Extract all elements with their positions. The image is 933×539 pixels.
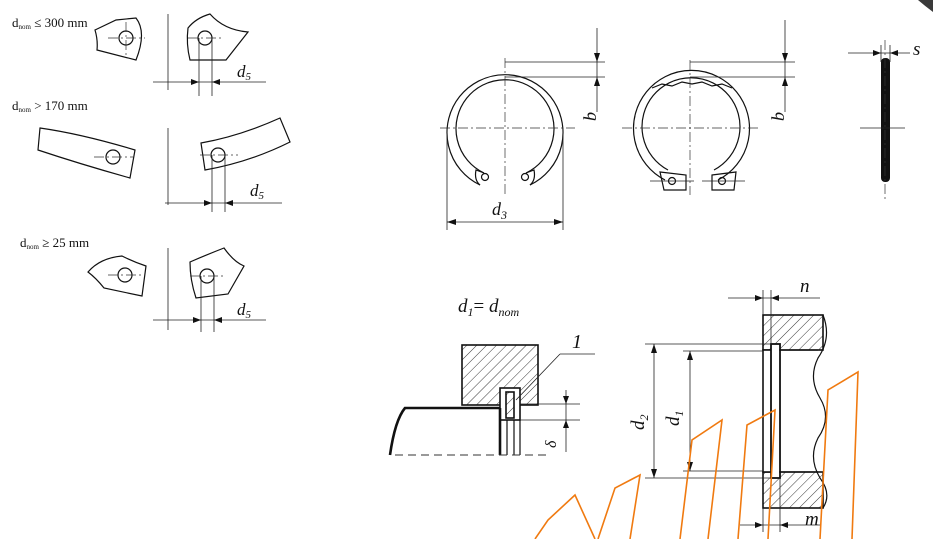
dim-d3-label: d3: [492, 199, 507, 222]
dim-n-label: n: [800, 276, 810, 297]
ring-front-view-b: b: [622, 20, 795, 195]
watermark-outline: [534, 370, 859, 539]
lug-shape-free: [94, 17, 143, 61]
lug-variant-300: dnom ≤ 300 mm d5: [12, 13, 266, 96]
ring-b-outer-arc: [632, 69, 751, 181]
dim-d5-label-2: d5: [250, 181, 265, 202]
ring-b-lug-left: [659, 171, 687, 191]
groove-detail-section: n d2 d1 m: [628, 276, 828, 532]
condition-label-25: dnom ≥ 25 mm: [20, 235, 89, 251]
segment-shape-dim: [200, 117, 291, 171]
ring-lug-hole-left: [480, 172, 490, 182]
small-lug-shape-free: [87, 255, 147, 297]
dim-m-label: m: [805, 509, 819, 530]
ring-front-view-a: b d3: [440, 28, 605, 230]
nominal-diameter-equation: d1= dnom: [458, 296, 519, 319]
assembly-section: 1 δ: [388, 331, 595, 456]
dim-d5-label-1: d5: [237, 62, 252, 83]
ring-lug-hole-right: [520, 172, 530, 182]
lug-shape-dim: [186, 13, 250, 61]
ring-side-view: s: [848, 39, 920, 200]
lug-variant-170: dnom > 170 mm d5: [12, 98, 291, 212]
ring-b-lug-right: [711, 171, 737, 191]
dim-b-label-1: b: [580, 112, 600, 121]
ring-in-groove: [505, 391, 515, 419]
dim-s-label: s: [913, 39, 920, 60]
dim-d5-label-3: d5: [237, 300, 252, 321]
corner-artifact: [918, 0, 933, 12]
segment-shape-free: [37, 127, 136, 179]
dim-d2-label: d2: [628, 415, 651, 431]
shaft-outline: [388, 406, 500, 456]
dim-delta-label: δ: [543, 440, 560, 448]
condition-label-300: dnom ≤ 300 mm: [12, 15, 88, 31]
condition-label-170: dnom > 170 mm: [12, 98, 88, 114]
ring-outer-arc: [446, 74, 564, 186]
callout-leader: [515, 353, 561, 401]
break-line: [812, 314, 828, 509]
ring-side-profile: [881, 58, 890, 182]
ring-b-inner-arc: [641, 77, 741, 171]
callout-number-1: 1: [572, 331, 582, 353]
dim-b-label-2: b: [768, 112, 788, 121]
dim-d1-label: d1: [663, 411, 686, 427]
small-lug-shape-dim: [189, 247, 245, 299]
lug-variant-25: dnom ≥ 25 mm d5: [20, 235, 266, 332]
